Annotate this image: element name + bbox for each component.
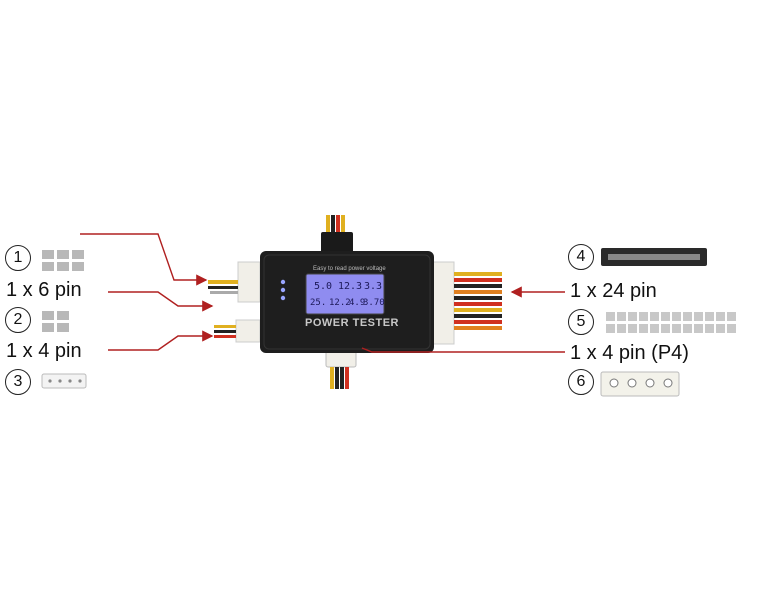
number-badge-2: 2 — [5, 307, 31, 333]
top-cable — [321, 215, 353, 254]
number-badge-3: 3 — [5, 369, 31, 395]
label-4pin-p4: 1 x 4 pin (P4) — [570, 342, 689, 364]
number-badge-5: 5 — [568, 309, 594, 335]
number-badge-1: 1 — [5, 245, 31, 271]
lcd-value: 25. — [310, 298, 327, 308]
icon-4pin — [42, 311, 69, 332]
lcd-value: 4.9 — [349, 298, 366, 308]
number-badge-4: 4 — [568, 244, 594, 270]
icon-6pin — [42, 250, 84, 271]
lcd-value: 3.70 — [363, 298, 385, 308]
lcd-value: 12.2 — [329, 298, 351, 308]
icon-sata — [601, 248, 707, 266]
lcd-screen — [305, 273, 385, 315]
right-24pin — [431, 261, 502, 345]
label-24pin: 1 x 24 pin — [570, 280, 657, 302]
leader-lines — [80, 233, 565, 353]
lcd-value: 5.0 — [314, 281, 333, 292]
number-badge-6: 6 — [568, 369, 594, 395]
device-brand: POWER TESTER — [305, 317, 400, 329]
icon-24pin — [606, 312, 736, 333]
lcd-value: 12.3 — [338, 281, 363, 292]
label-6pin: 1 x 6 pin — [6, 279, 82, 301]
device-tagline: Easy to read power voltage — [313, 266, 386, 272]
lcd-value: 3.3 — [364, 281, 383, 292]
icon-molex — [600, 371, 680, 397]
label-4pin-left: 1 x 4 pin — [6, 340, 82, 362]
icon-floppy — [41, 373, 87, 389]
left-connectors — [208, 261, 261, 343]
